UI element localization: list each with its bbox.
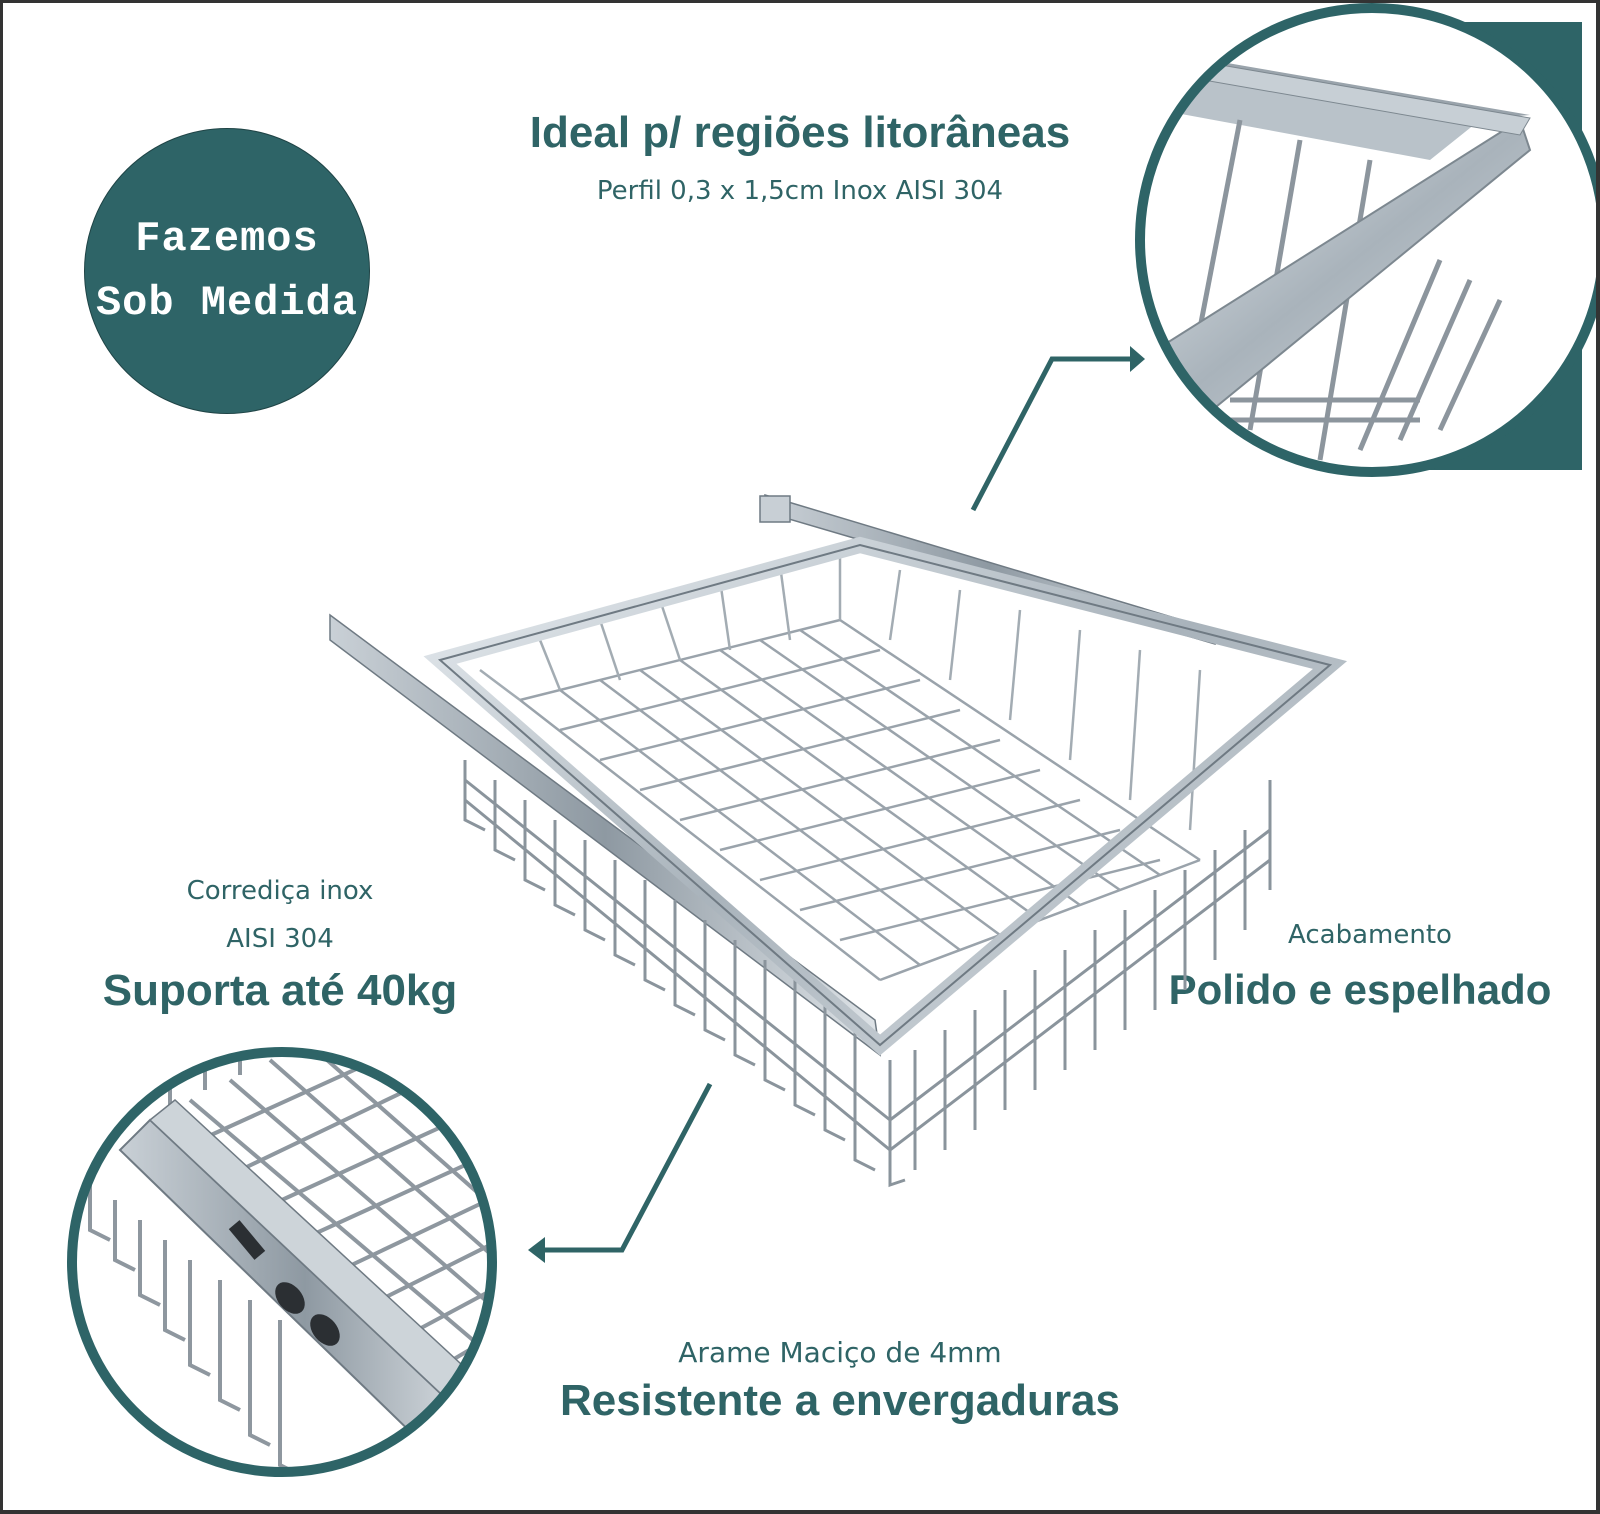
custom-size-badge: Fazemos Sob Medida: [84, 128, 370, 414]
zoom-circle-border: [67, 1047, 497, 1477]
profile-title: Ideal p/ regiões litorâneas: [529, 108, 1071, 157]
wire-line-1: Arame Maciço de 4mm: [678, 1336, 1002, 1369]
finish-line-1: Acabamento: [1288, 920, 1452, 950]
slide-line-1: Corrediça inox: [186, 876, 374, 906]
profile-subtitle: Perfil 0,3 x 1,5cm Inox AISI 304: [596, 176, 1004, 206]
wire-title: Resistente a envergaduras: [559, 1376, 1121, 1425]
badge-line-2: Sob Medida: [95, 279, 359, 327]
finish-title: Polido e espelhado: [1168, 966, 1552, 1013]
slide-line-2: AISI 304: [226, 924, 334, 954]
badge-line-1: Fazemos: [135, 215, 319, 263]
zoom-circle-border: [1135, 3, 1600, 477]
slide-title: Suporta até 40kg: [102, 966, 458, 1015]
